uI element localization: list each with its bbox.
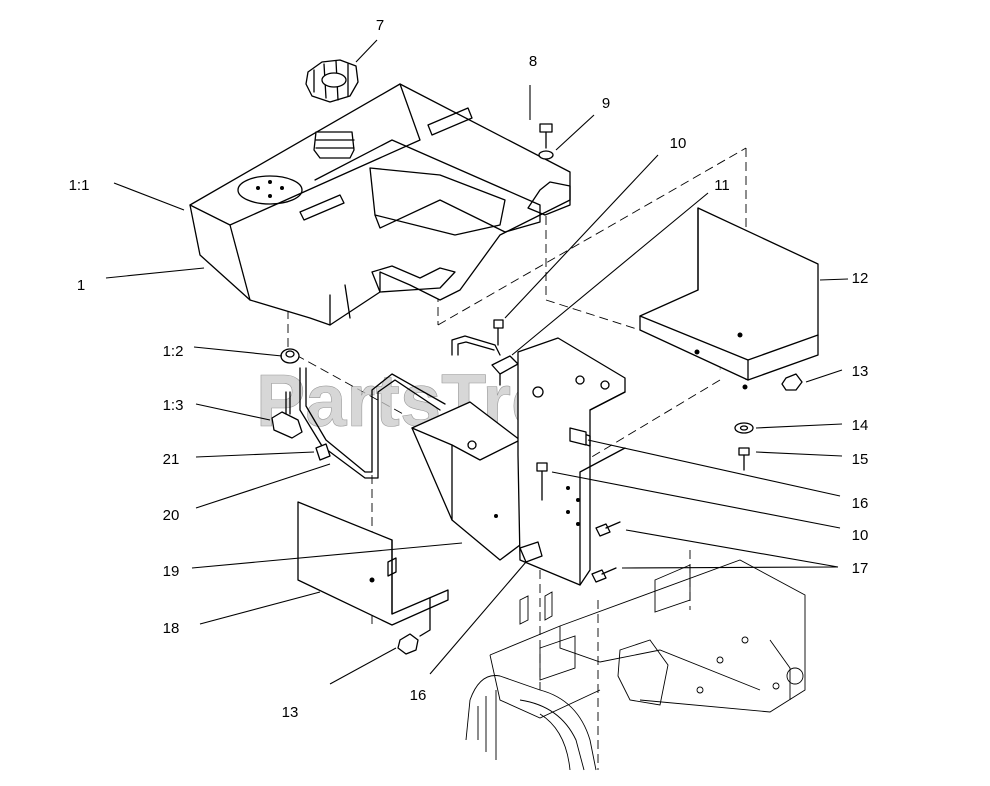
bolt-upper bbox=[493, 319, 504, 346]
callout-1-3: 1:3 bbox=[163, 397, 184, 414]
callout-16-right: 16 bbox=[852, 495, 869, 512]
fuel-cap bbox=[305, 59, 359, 159]
callout-8: 8 bbox=[529, 53, 537, 70]
lower-shield bbox=[297, 501, 449, 637]
callout-16-lower: 16 bbox=[410, 687, 427, 704]
clip-upper bbox=[569, 427, 587, 446]
callout-15: 15 bbox=[852, 451, 869, 468]
lock-washer bbox=[734, 422, 754, 434]
callout-1-2: 1:2 bbox=[163, 343, 184, 360]
callout-13-lower: 13 bbox=[282, 704, 299, 721]
callout-14: 14 bbox=[852, 417, 869, 434]
screw-right bbox=[738, 447, 750, 471]
callout-10-lower: 10 bbox=[852, 527, 869, 544]
callout-13-right: 13 bbox=[852, 363, 869, 380]
nut-lower bbox=[397, 633, 419, 655]
front-wheel bbox=[465, 675, 597, 771]
hose-clamp bbox=[315, 443, 331, 461]
mounting-bracket bbox=[411, 337, 626, 586]
screw-lower bbox=[591, 567, 617, 583]
callout-10-upper: 10 bbox=[670, 135, 687, 152]
callout-18: 18 bbox=[163, 620, 180, 637]
top-bolt bbox=[538, 123, 554, 160]
nut-right bbox=[781, 373, 803, 391]
fuel-tank bbox=[189, 83, 571, 326]
bolt-lower bbox=[536, 462, 548, 501]
callout-17: 17 bbox=[852, 560, 869, 577]
callout-9: 9 bbox=[602, 95, 610, 112]
fuel-line bbox=[299, 335, 501, 479]
callout-19: 19 bbox=[163, 563, 180, 580]
callout-12: 12 bbox=[852, 270, 869, 287]
callout-20: 20 bbox=[163, 507, 180, 524]
shield-plate bbox=[639, 207, 819, 390]
tractor-frame bbox=[489, 559, 806, 719]
leader-lines bbox=[105, 39, 849, 685]
callout-11: 11 bbox=[714, 177, 730, 194]
callout-21: 21 bbox=[163, 451, 180, 468]
elbow-fitting bbox=[271, 391, 303, 439]
clip-lower bbox=[519, 541, 543, 563]
callout-1: 1 bbox=[77, 277, 85, 294]
callout-1-1: 1:1 bbox=[69, 177, 90, 194]
callout-labels: 7 8 9 10 11 1:1 1 12 1:2 1:3 13 14 21 15… bbox=[69, 17, 869, 721]
screw-upper bbox=[595, 521, 621, 537]
callout-7: 7 bbox=[376, 17, 384, 34]
grommet bbox=[280, 348, 300, 364]
